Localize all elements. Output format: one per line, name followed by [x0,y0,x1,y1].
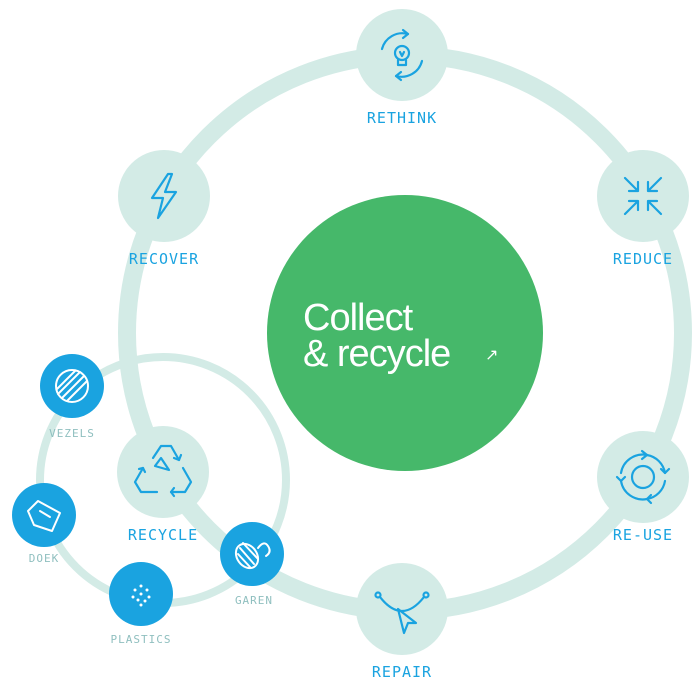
doek-node [12,483,76,547]
collect-recycle-button[interactable]: Collect & recycle ↗ [267,195,543,471]
recover-node [118,150,210,242]
recycle-label: RECYCLE [128,526,198,544]
material-vezels[interactable]: VEZELS [40,354,104,440]
yarn-spool-icon [234,542,271,570]
step-rethink[interactable]: RETHINK [356,9,448,127]
step-repair[interactable]: REPAIR [356,563,448,679]
lightning-icon [150,172,178,220]
repair-label: REPAIR [372,663,432,679]
step-recover[interactable]: RECOVER [118,150,210,268]
recover-label: RECOVER [129,250,199,268]
material-garen[interactable]: GAREN [220,522,284,607]
repair-node [356,563,448,655]
arrows-inward-icon [623,176,663,216]
reduce-node [597,150,689,242]
circular-arrows-icon [615,449,671,505]
reuse-label: RE-USE [613,526,673,544]
pen-tool-icon [374,591,430,635]
cloth-icon [27,500,61,532]
recycle-node [117,426,209,518]
step-reduce[interactable]: REDUCE [597,150,689,268]
rethink-label: RETHINK [367,109,437,127]
lightbulb-cycle-icon [380,28,424,82]
material-doek[interactable]: DOEK [12,483,76,565]
center-circle [267,195,543,471]
doek-label: DOEK [29,552,60,565]
vezels-node [40,354,104,418]
step-recycle[interactable]: RECYCLE [117,426,209,544]
reuse-node [597,431,689,523]
fiber-ball-icon [55,369,89,403]
material-plastics[interactable]: PLASTICS [109,562,173,646]
dots-icon [131,584,151,607]
garen-label: GAREN [235,594,273,607]
recycle-icon [133,444,193,498]
plastics-label: PLASTICS [111,633,172,646]
reduce-label: REDUCE [613,250,673,268]
center-title-line1: Collect [303,297,414,339]
center-title-line2: & recycle [303,333,450,375]
vezels-label: VEZELS [49,427,95,440]
step-reuse[interactable]: RE-USE [597,431,689,544]
external-link-arrow-icon: ↗ [485,345,498,364]
